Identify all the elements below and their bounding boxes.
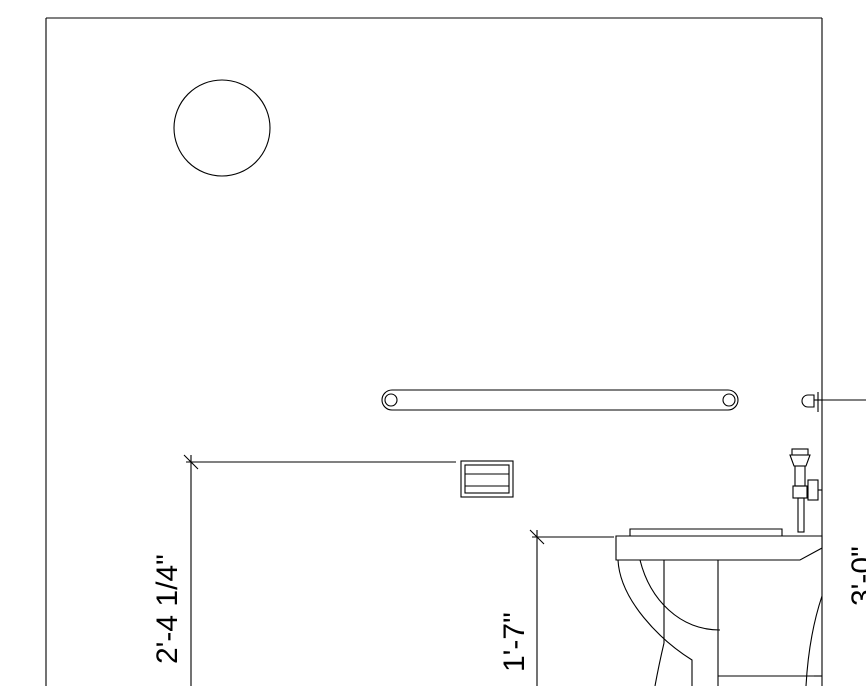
dimension-paper-holder [183,454,456,686]
grab-bar [381,389,739,411]
flush-valve [789,448,822,533]
round-mirror [173,79,271,177]
dimension-label-paper-holder-height: 2'-4 1/4" [151,554,184,664]
toilet [615,528,823,686]
dimension-seat [529,529,614,686]
dimension-label-seat-height: 1'-7" [498,612,531,672]
dimension-label-flush-valve-offset: 3'-0" [846,546,866,606]
toilet-paper-holder [460,460,514,498]
wall-outline [45,17,823,686]
side-grab-bar-end [801,392,866,412]
